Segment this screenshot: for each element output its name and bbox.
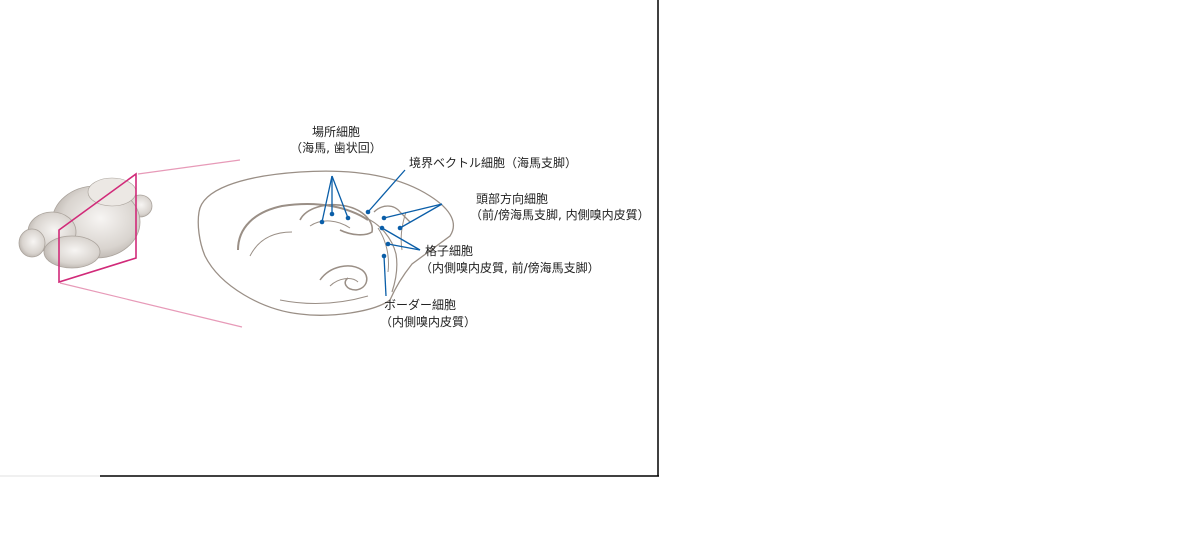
head-direction-cell-label: 頭部方向細胞 （前/傍海馬支脚, 内側嗅内皮質） — [470, 191, 650, 222]
border-cell-label: ボーダー細胞 （内側嗅内皮質） — [380, 297, 476, 329]
panel-frame — [0, 0, 659, 477]
boundary-vector-cell-label: 境界ベクトル細胞（海馬支脚） — [409, 155, 577, 170]
border-cell-regions: （内側嗅内皮質） — [380, 314, 476, 329]
place-cell-name: 場所細胞 — [312, 125, 360, 139]
projection-lines — [59, 159, 243, 328]
pointer-lines — [321, 169, 443, 297]
border-cell-name: ボーダー細胞 — [384, 297, 456, 312]
place-cell-label: 場所細胞 （海馬, 歯状回） — [290, 125, 382, 155]
whole-brain-illustration — [18, 177, 153, 269]
head-direction-cell-name: 頭部方向細胞 — [476, 191, 548, 206]
grid-cell-regions: （内側嗅内皮質, 前/傍海馬支脚） — [420, 260, 600, 275]
head-direction-cell-regions: （前/傍海馬支脚, 内側嗅内皮質） — [470, 207, 650, 222]
slice-plane — [58, 172, 137, 284]
pointer-dots — [319, 209, 403, 259]
grid-cell-label: 格子細胞 （内側嗅内皮質, 前/傍海馬支脚） — [420, 243, 600, 275]
brain-section — [197, 170, 454, 316]
grid-cell-name: 格子細胞 — [425, 243, 473, 258]
boundary-vector-cell-name: 境界ベクトル細胞（海馬支脚） — [409, 155, 577, 170]
place-cell-regions: （海馬, 歯状回） — [290, 140, 382, 155]
